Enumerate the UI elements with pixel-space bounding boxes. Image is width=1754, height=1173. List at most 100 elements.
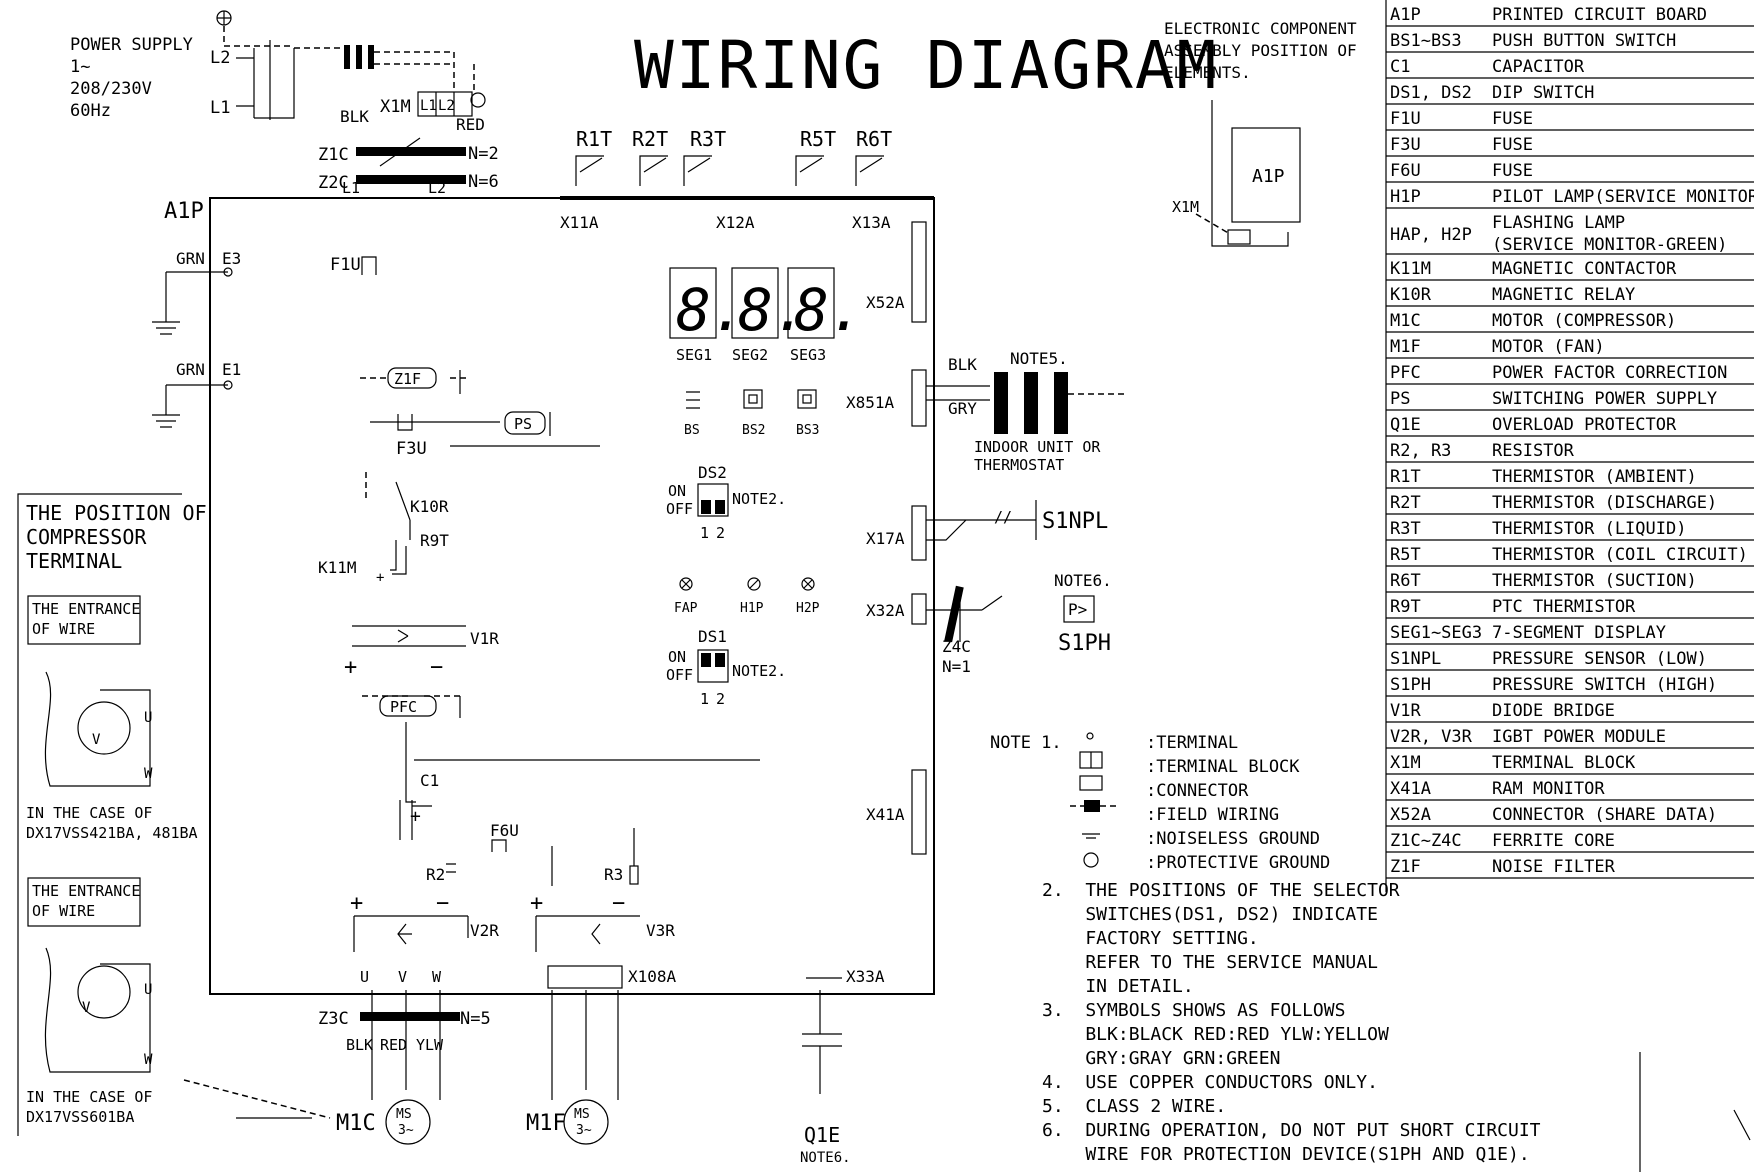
legend-code: SEG1~SEG3	[1390, 623, 1482, 643]
v2r-label: V2R	[470, 921, 499, 940]
thermostat-label: THERMOSTAT	[974, 456, 1064, 474]
legend-description: IGBT POWER MODULE	[1492, 727, 1666, 747]
h2p-lamp-icon	[801, 577, 815, 591]
legend-noiseless-ground: :NOISELESS GROUND	[1146, 829, 1320, 849]
legend-description: FUSE	[1492, 109, 1533, 129]
x17a-label: X17A	[866, 529, 905, 548]
m1c-phase: 3~	[398, 1123, 414, 1138]
power-voltage: 208/230V	[70, 79, 152, 99]
z2c-label: Z2C	[318, 173, 349, 193]
note-line: 4. USE COPPER CONDUCTORS ONLY.	[1042, 1072, 1378, 1093]
assembly-line2: ASSEMBLY POSITION OF	[1164, 41, 1357, 60]
legend-row: A1P PRINTED CIRCUIT BOARD	[1386, 5, 1754, 27]
s1ph-label: S1PH	[1058, 631, 1111, 656]
legend-terminal: :TERMINAL	[1146, 733, 1238, 753]
power-phase: 1~	[70, 57, 90, 77]
power-frequency: 60Hz	[70, 101, 111, 121]
z3c-label: Z3C	[318, 1009, 349, 1029]
legend-code: H1P	[1390, 187, 1421, 207]
f6u-label: F6U	[490, 821, 519, 840]
r9t-label: R9T	[420, 531, 449, 550]
ds1-1: 1	[700, 690, 709, 708]
fap-label: FAP	[674, 601, 698, 616]
legend-description: PRINTED CIRCUIT BOARD	[1492, 5, 1707, 25]
legend-terminal-block: :TERMINAL BLOCK	[1146, 757, 1300, 777]
ds2-1: 1	[700, 524, 709, 542]
seg3-digit: 8.	[794, 276, 864, 344]
ds2-note: NOTE2.	[732, 490, 786, 508]
q1e-note: NOTE6.	[800, 1150, 851, 1166]
legend-code: PS	[1390, 389, 1410, 409]
decorative-line	[1639, 1052, 1751, 1172]
motor-ylw: YLW	[416, 1036, 444, 1054]
power-supply-label: POWER SUPPLY	[70, 35, 193, 55]
legend-code: K10R	[1390, 285, 1432, 305]
wire-blk-label: BLK	[340, 107, 369, 126]
thermistor-r1t: R1T	[576, 127, 612, 151]
case2-label-b: DX17VSS601BA	[26, 1108, 134, 1126]
legend-description: FERRITE CORE	[1492, 831, 1615, 851]
note1-label: NOTE 1.	[990, 733, 1062, 753]
compressor-terminal-icon	[77, 701, 131, 755]
legend-description-line2: (SERVICE MONITOR-GREEN)	[1492, 235, 1727, 255]
f1u-label: F1U	[330, 255, 361, 275]
field-gry-label: GRY	[948, 399, 977, 418]
diode-bridge-v1r: V1R + − PFC	[344, 625, 760, 803]
motor-blk: BLK	[346, 1036, 373, 1054]
comp2-u: U	[144, 982, 152, 998]
note-line: WIRE FOR PROTECTION DEVICE(S1PH AND Q1E)…	[1042, 1144, 1530, 1165]
legend-code: R1T	[1390, 467, 1421, 487]
thermistors: R1T R2T R3T R5T R6T X11A X12A X13A	[560, 127, 892, 232]
legend-protective-ground: :PROTECTIVE GROUND	[1146, 853, 1330, 873]
h1p-lamp-icon	[747, 577, 761, 591]
x11a-label: X11A	[560, 213, 599, 232]
fan-motor: M1F MS 3~	[526, 990, 619, 1145]
legend-code: F1U	[1390, 109, 1421, 129]
ds1-on: ON	[668, 648, 686, 666]
x41a-label: X41A	[866, 805, 905, 824]
diagram-title: WIRING DIAGRAM	[634, 27, 1218, 104]
compressor-box-title1: THE POSITION OF	[26, 501, 207, 525]
thermistor-r3t: R3T	[690, 127, 726, 151]
legend-code: X52A	[1390, 805, 1431, 825]
legend-code: X1M	[1390, 753, 1421, 773]
fap-lamp-icon	[679, 577, 693, 591]
legend-code: HAP, H2P	[1390, 225, 1472, 245]
legend-description: PRESSURE SENSOR (LOW)	[1492, 649, 1707, 669]
x52a-label: X52A	[866, 293, 905, 312]
a1p-label: A1P	[164, 199, 204, 224]
seg2-label: SEG2	[732, 346, 768, 364]
legend-description: FUSE	[1492, 135, 1533, 155]
pressure-symbol: P>	[1068, 600, 1087, 619]
r3-label: R3	[604, 865, 623, 884]
note-line: IN DETAIL.	[1042, 976, 1194, 997]
legend-code: A1P	[1390, 5, 1421, 25]
thermistor-r2t: R2T	[632, 127, 668, 151]
legend-description: THERMISTOR (DISCHARGE)	[1492, 493, 1717, 513]
minus-sign: −	[430, 655, 443, 680]
legend-code: K11M	[1390, 259, 1431, 279]
grn-label-e3: GRN	[176, 249, 205, 268]
legend-description: FUSE	[1492, 161, 1533, 181]
relay-section: K10R R9T K11M +	[318, 472, 449, 586]
comp2-v: V	[82, 1000, 91, 1016]
case1-label-a: IN THE CASE OF	[26, 804, 152, 822]
note-line: FACTORY SETTING.	[1042, 928, 1259, 949]
board-a1p: A1P L1 L2 F1U	[164, 179, 935, 995]
terminal-block-x1m: X1M L1 L2 BLK RED	[340, 91, 486, 134]
e1-label: E1	[222, 360, 241, 379]
board-l1: L1	[342, 179, 360, 197]
s1npl-label: S1NPL	[1042, 509, 1108, 534]
v1r-label: V1R	[470, 629, 499, 648]
